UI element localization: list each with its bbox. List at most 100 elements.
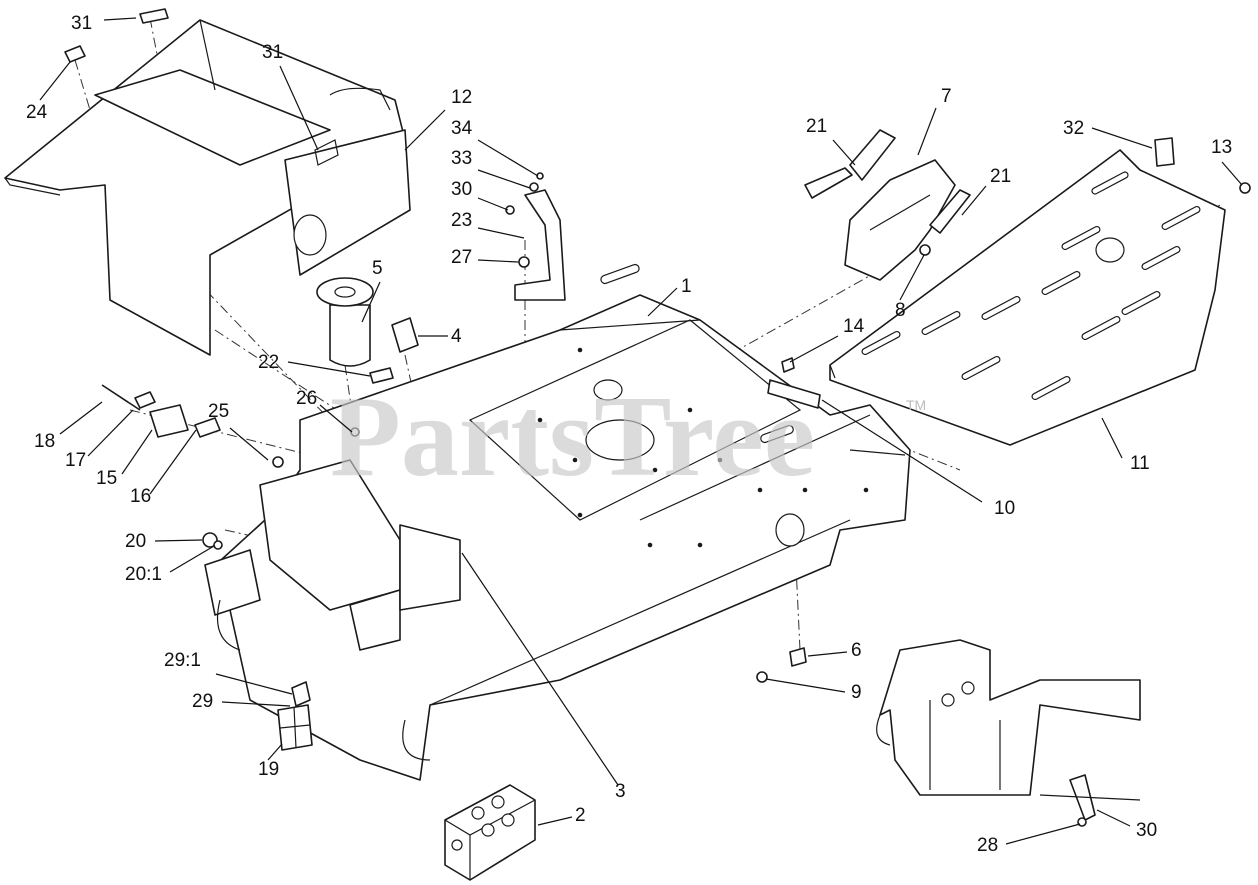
floor-plate-slots: [861, 171, 1201, 401]
callout-label: 11: [1130, 453, 1150, 474]
callout-label: 18: [34, 431, 55, 452]
decal-22: [369, 367, 394, 384]
callout-label: 3: [615, 781, 626, 802]
callout-leader: [807, 651, 848, 657]
bolt-18: [101, 384, 141, 411]
callout-label: 15: [96, 468, 117, 489]
pad-21-a: [849, 129, 896, 181]
callout-leader: [1091, 127, 1153, 149]
callout-leader: [1101, 417, 1123, 459]
frame-slot: [600, 263, 640, 285]
callout-leader: [267, 743, 283, 761]
callout-label: 7: [941, 86, 952, 107]
callout-label: 2: [575, 805, 586, 826]
decal-10: [767, 379, 821, 409]
filter-5: [316, 277, 374, 367]
pad-21-c: [929, 189, 971, 234]
washer-9: [756, 671, 768, 683]
screw-27: [518, 256, 530, 268]
callout-leader: [169, 545, 215, 573]
frame-mounting-holes: [537, 347, 869, 548]
callout-leader: [647, 287, 678, 317]
callout-layer: 31312412343330232754222625181715162020:1…: [26, 13, 1243, 856]
callout-leader: [961, 185, 987, 216]
valve-block-2: [444, 784, 536, 881]
fitting-29: [291, 681, 311, 707]
knob-24: [64, 45, 86, 63]
callout-leader: [1005, 823, 1081, 845]
callout-leader: [1221, 161, 1243, 186]
callout-leader: [765, 678, 846, 693]
plate-17: [134, 391, 156, 409]
callout-label: 20: [125, 531, 146, 552]
callout-label: 32: [1063, 118, 1084, 139]
callout-leader: [221, 701, 291, 707]
bolt-25: [272, 456, 284, 468]
callout-label: 10: [994, 498, 1015, 519]
plate-15: [149, 404, 189, 438]
callout-label: 14: [843, 316, 865, 337]
bolt-8: [919, 244, 931, 256]
callout-label: 19: [258, 759, 279, 780]
callout-label: 34: [451, 118, 473, 139]
callout-label: 20:1: [125, 564, 162, 585]
callout-leader: [154, 539, 203, 542]
callout-leader: [229, 427, 269, 461]
callout-leader: [215, 673, 293, 695]
callout-leader: [477, 139, 539, 177]
callout-leader: [87, 409, 134, 457]
callout-label: 13: [1211, 137, 1232, 158]
callout-leader: [477, 259, 519, 263]
callout-leader: [287, 361, 371, 377]
decal-32: [1154, 137, 1175, 167]
plate-16: [194, 417, 221, 438]
callout-leader: [789, 335, 839, 363]
callout-leader: [461, 552, 619, 786]
callout-label: 6: [851, 640, 862, 661]
callout-label: 28: [977, 835, 998, 856]
callout-leader: [361, 281, 381, 323]
callout-label: 30: [451, 179, 472, 200]
callout-label: 4: [451, 326, 462, 347]
connector-4: [391, 317, 419, 353]
decal-31-top: [139, 8, 169, 24]
callout-leader: [1096, 809, 1131, 827]
callout-leader: [477, 169, 531, 189]
console-cover-12: [4, 19, 411, 356]
callout-label: 25: [208, 401, 229, 422]
washer-30-top: [505, 205, 515, 215]
callout-leader: [537, 816, 573, 826]
callout-leader: [121, 429, 153, 475]
callout-leader: [899, 254, 925, 301]
detail-view: [876, 639, 1141, 827]
callout-leader: [477, 197, 509, 211]
watermark-text: PartsTree: [330, 373, 815, 501]
callout-label: 29:1: [164, 650, 201, 671]
callout-leader: [404, 109, 446, 151]
callout-label: 22: [258, 352, 279, 373]
callout-leader: [917, 107, 937, 156]
callout-label: 17: [65, 450, 86, 471]
floor-plate-11: [829, 149, 1226, 446]
pad-21-b: [804, 167, 853, 199]
clip-6: [789, 647, 807, 667]
callout-label: 21: [990, 166, 1011, 187]
nut-33: [529, 182, 539, 192]
frame-slot: [760, 424, 794, 444]
callout-label: 27: [451, 247, 472, 268]
ring-20-1: [213, 540, 223, 550]
callout-leader: [39, 61, 71, 101]
callout-label: 24: [26, 102, 48, 123]
callout-label: 31: [71, 13, 92, 34]
callout-leader: [103, 17, 137, 21]
callout-leader: [821, 399, 983, 503]
callout-label: 21: [806, 116, 827, 137]
bolt-13: [1239, 182, 1251, 194]
callout-label: 29: [192, 691, 213, 712]
callout-leader: [279, 65, 319, 151]
clip-14: [781, 357, 795, 373]
callout-label: 16: [130, 486, 151, 507]
bracket-23: [514, 189, 566, 301]
callout-leader: [477, 227, 525, 239]
